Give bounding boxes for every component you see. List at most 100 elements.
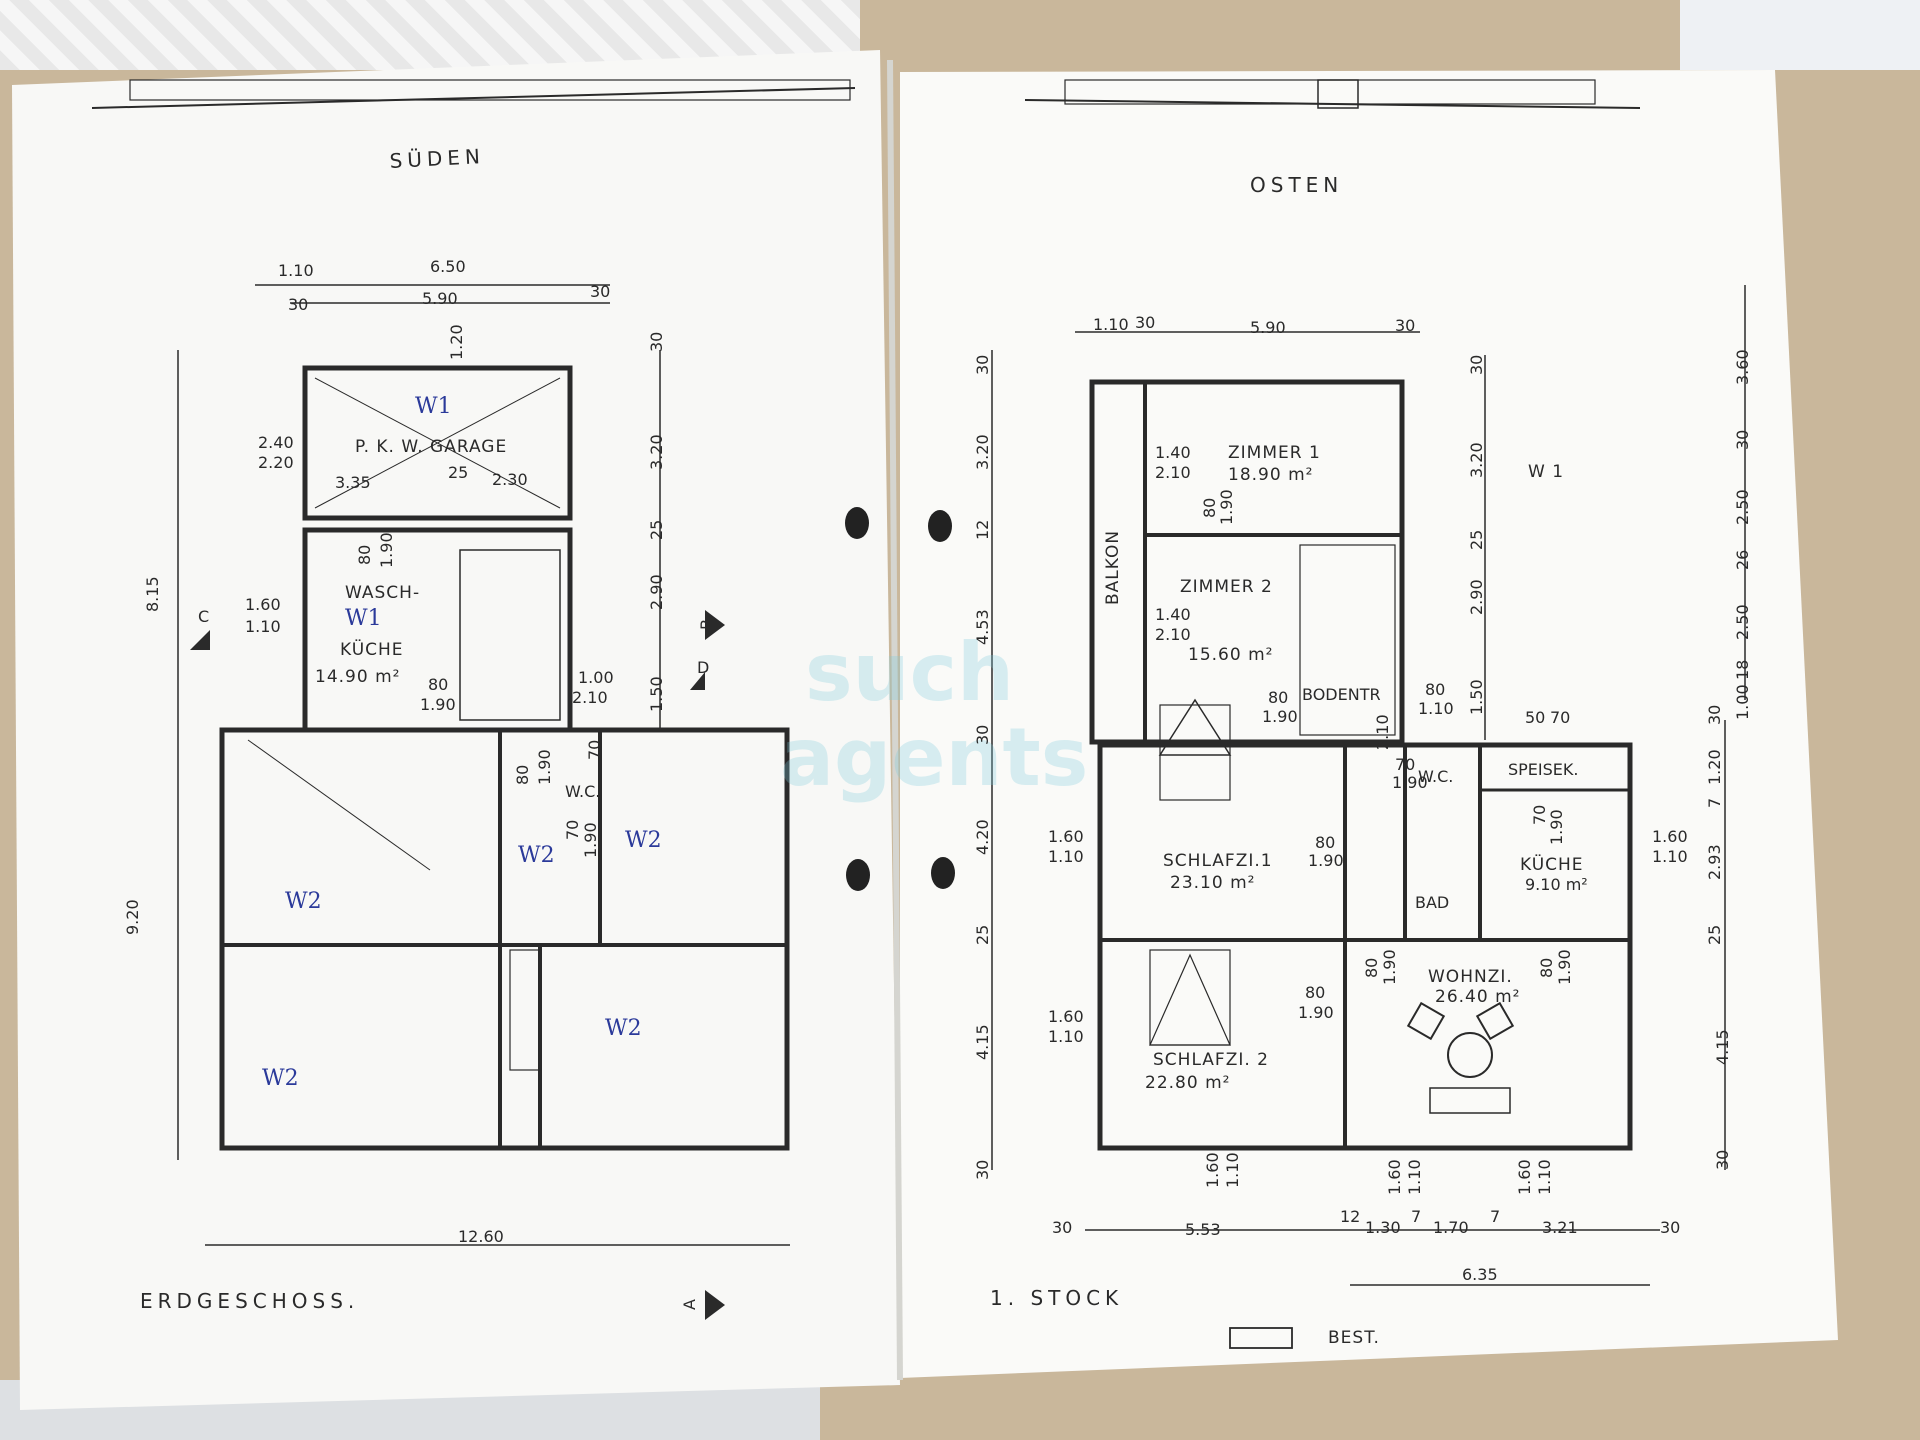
dim-label: 80 xyxy=(1200,498,1219,518)
dim-label: 30 xyxy=(288,295,308,314)
dim-label: 70 xyxy=(563,820,582,840)
dim-label: 25 xyxy=(1705,925,1724,945)
dim-label: 1.20 xyxy=(447,324,466,360)
room-label-schlafzi1: SCHLAFZI.1 xyxy=(1163,851,1273,871)
dim-label: 80 xyxy=(1315,833,1335,852)
dim-label: 1.50 xyxy=(647,676,666,712)
page-fold xyxy=(887,59,903,1381)
dim-label: 30 xyxy=(1135,313,1155,332)
dim-label: 70 xyxy=(1550,708,1570,727)
dim-label: 1.10 xyxy=(1223,1152,1242,1188)
room-label-garage: P. K. W. GARAGE xyxy=(355,437,507,457)
zone-label: W2 xyxy=(605,1016,642,1041)
dim-label: 70 xyxy=(1395,755,1415,774)
right-page xyxy=(900,70,1838,1378)
room-area-schlafzi1: 23.10 m² xyxy=(1170,873,1255,893)
dim-label: 1.60 xyxy=(1515,1159,1534,1195)
room-label-wasch: WASCH- xyxy=(345,583,420,603)
dim-label: 80 xyxy=(1537,958,1556,978)
dim-label: 1.90 xyxy=(581,822,600,858)
dim-label: 12.60 xyxy=(458,1227,504,1246)
dim-label: 1.00 xyxy=(1733,684,1752,720)
legend-label: BEST. xyxy=(1328,1328,1380,1348)
dim-label: 1.60 xyxy=(1652,827,1688,846)
punch-hole xyxy=(931,857,955,889)
dim-label: 70 xyxy=(1530,805,1549,825)
dim-label: 8.15 xyxy=(143,576,162,612)
dim-label: 30 xyxy=(1660,1218,1680,1237)
zone-label: W1 xyxy=(415,394,452,419)
room-area-kueche-upper: 9.10 m² xyxy=(1525,875,1588,894)
orientation-label-east: OSTEN xyxy=(1250,173,1343,197)
dim-label: 80 xyxy=(513,765,532,785)
dim-label: 80 xyxy=(1362,958,1381,978)
section-arrow xyxy=(690,672,705,690)
dim-label: 5.90 xyxy=(422,289,458,308)
dim-label: 1.40 xyxy=(1155,443,1191,462)
dim-label: 1.10 xyxy=(1093,315,1129,334)
room-label-kueche-upper: KÜCHE xyxy=(1520,853,1584,875)
dim-label: 9.20 xyxy=(123,899,142,935)
dim-label: 25 xyxy=(448,463,468,482)
punch-hole xyxy=(845,507,869,539)
dim-label: 30 xyxy=(1733,430,1752,450)
dim-label: 3.60 xyxy=(1733,349,1752,385)
dim-label: 80 xyxy=(1425,680,1445,699)
dim-label: 26 xyxy=(1733,550,1752,570)
dim-label: 1.90 xyxy=(1298,1003,1334,1022)
right-plan-drawing xyxy=(991,79,1746,1349)
dim-label: 30 xyxy=(647,332,666,352)
dim-label: 5.53 xyxy=(1185,1220,1221,1239)
dim-label: 1.90 xyxy=(1555,949,1574,985)
dim-label: 12 xyxy=(1340,1207,1360,1226)
dim-label: 1.90 xyxy=(1392,773,1428,792)
dim-label: 1.90 xyxy=(1380,949,1399,985)
dim-label: 30 xyxy=(1395,316,1415,335)
left-plan-drawing xyxy=(91,79,856,1246)
dim-label: 6.35 xyxy=(1462,1265,1498,1284)
dim-label: 30 xyxy=(973,1160,992,1180)
dim-label: 30 xyxy=(1467,355,1486,375)
punch-hole xyxy=(846,859,870,891)
room-label-bad: BAD xyxy=(1415,893,1449,912)
dim-label: 18 xyxy=(1733,660,1752,680)
dim-label: 80 xyxy=(428,675,448,694)
dim-label: 1.60 xyxy=(1048,827,1084,846)
dim-label: 1.00 xyxy=(578,668,614,687)
dim-label: 1.50 xyxy=(1467,679,1486,715)
section-arrow xyxy=(705,1290,725,1320)
room-label-zimmer1: ZIMMER 1 xyxy=(1228,443,1321,463)
dim-label: 1.10 xyxy=(1048,1027,1084,1046)
zone-label: W1 xyxy=(345,606,382,631)
dim-label: 25 xyxy=(1467,530,1486,550)
dim-label: 2.40 xyxy=(258,433,294,452)
dim-label: 2.10 xyxy=(1373,714,1392,750)
dim-label: 3.20 xyxy=(1467,442,1486,478)
section-marker-d: D xyxy=(697,658,709,677)
zone-label: W2 xyxy=(518,843,555,868)
section-arrow xyxy=(190,630,210,650)
backdrop-graph-paper xyxy=(1680,0,1920,70)
dim-label: 30 xyxy=(1052,1218,1072,1237)
dim-label: 1.90 xyxy=(1308,851,1344,870)
dim-label: 80 xyxy=(1268,688,1288,707)
dim-label: 1.90 xyxy=(1217,489,1236,525)
zone-label: W2 xyxy=(625,828,662,853)
room-label-speisek: SPEISEK. xyxy=(1508,760,1578,779)
dim-label: 1.10 xyxy=(278,261,314,280)
dim-label: 7 xyxy=(1411,1207,1421,1226)
dim-label: 2.90 xyxy=(647,574,666,610)
dim-label: 2.10 xyxy=(1155,625,1191,644)
dim-label: 12 xyxy=(973,520,992,540)
room-area-wohnzi: 26.40 m² xyxy=(1435,987,1520,1007)
watermark-line2: agents xyxy=(780,711,1088,804)
dim-label: 2.20 xyxy=(258,453,294,472)
dim-label: 2.50 xyxy=(1733,604,1752,640)
room-area-zimmer1: 18.90 m² xyxy=(1228,465,1313,485)
dim-label: 80 xyxy=(355,545,374,565)
dim-label: 1.40 xyxy=(1155,605,1191,624)
dim-label: 2.10 xyxy=(572,688,608,707)
dim-label: 1.60 xyxy=(1385,1159,1404,1195)
dim-label: 2.93 xyxy=(1705,844,1724,880)
dim-label: 1.10 xyxy=(245,617,281,636)
